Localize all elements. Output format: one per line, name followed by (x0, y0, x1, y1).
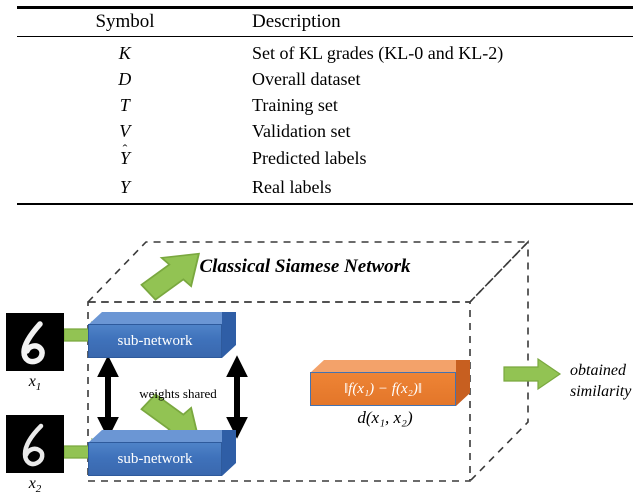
dashed-cube-outline (86, 240, 530, 482)
table-header-description: Description (252, 11, 341, 32)
table-cell-description: Real labels (252, 177, 332, 197)
output-similarity-label: obtained similarity (570, 362, 632, 400)
handwritten-digit-six-icon (6, 415, 64, 473)
circumflex-accent-icon: ˆ (122, 143, 128, 158)
table-top-rule (17, 6, 633, 9)
distance-formula-label: ‖f(x₁) − f(x₂)‖ (310, 372, 456, 406)
sub-network-box-2[interactable]: sub-network (88, 430, 236, 476)
notation-table: Symbol Description Κ Set of KL grades (K… (0, 0, 640, 210)
distance-caption: d(x₁, x₂) (357, 408, 413, 427)
table-cell-symbol: Κ (118, 43, 132, 63)
box-top-face (310, 360, 456, 373)
table-cell-description: Validation set (252, 121, 351, 141)
weights-shared-label: weights shared (139, 386, 217, 401)
distance-box[interactable]: ‖f(x₁) − f(x₂)‖ (310, 360, 470, 406)
table-row: D Overall dataset (0, 68, 640, 91)
table-cell-description: Overall dataset (252, 69, 361, 89)
table-row: Κ Set of KL grades (KL-0 and KL-2) (0, 42, 640, 65)
handwritten-digit-six-icon (6, 313, 64, 371)
input-image-x2 (6, 415, 64, 473)
table-cell-description: Set of KL grades (KL-0 and KL-2) (252, 43, 504, 63)
table-cell-symbol: D (118, 69, 132, 89)
table-cell-description: Training set (252, 95, 338, 115)
table-row: V Validation set (0, 120, 640, 143)
input-image-x1 (6, 313, 64, 371)
table-cell-symbol: Y (119, 177, 130, 197)
table-row: Y Real labels (0, 176, 640, 199)
sub-network-label-2: sub-network (88, 442, 222, 476)
box-top-face (88, 430, 222, 443)
table-cell-symbol: V (119, 121, 131, 141)
box-side-face (456, 360, 470, 406)
table-cell-description: Predicted labels (252, 148, 367, 168)
table-header-rule (17, 36, 633, 38)
input-label-x1: x1 (28, 373, 42, 394)
table-header-symbol: Symbol (95, 11, 155, 32)
box-side-face (222, 430, 236, 476)
sub-network-label-1: sub-network (88, 324, 222, 358)
table-bottom-rule (17, 203, 633, 205)
diagram-title: Classical Siamese Network (199, 256, 411, 277)
box-top-face (88, 312, 222, 325)
siamese-network-diagram: Classical Siamese Network x1 x2 sub-netw… (0, 212, 640, 496)
box-side-face (222, 312, 236, 358)
table-row: T Training set (0, 94, 640, 117)
sub-network-box-1[interactable]: sub-network (88, 312, 236, 358)
table-cell-symbol: T (119, 95, 131, 115)
input-label-x2: x2 (28, 475, 42, 496)
